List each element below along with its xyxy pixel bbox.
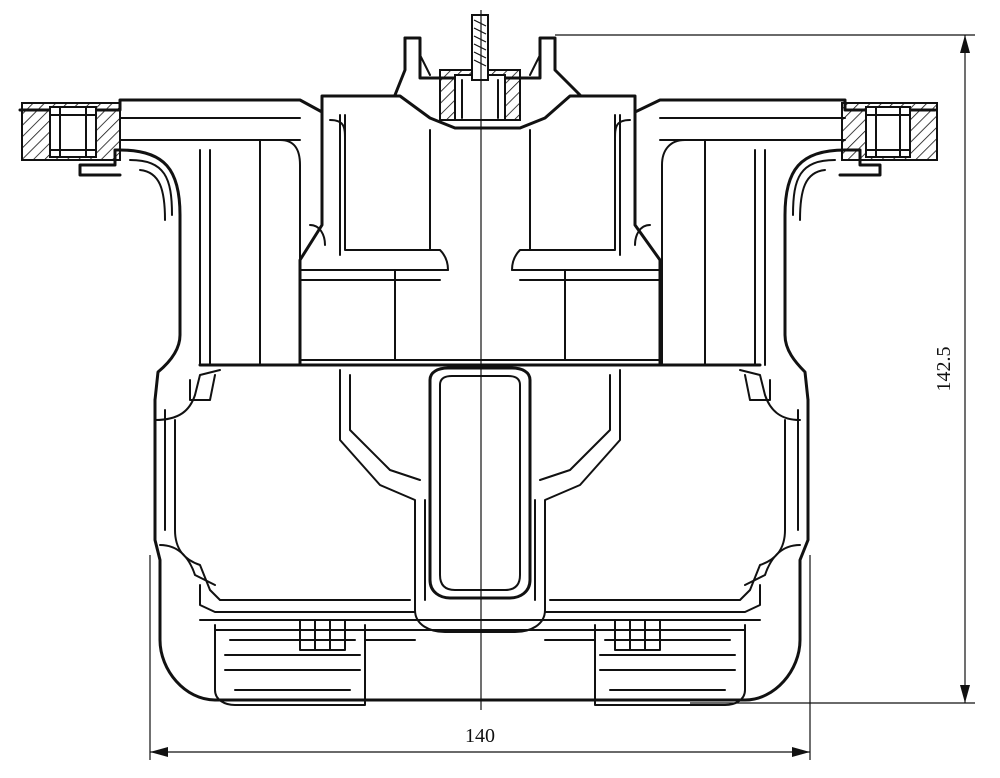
height-dimension: [555, 34, 975, 704]
upper-housing: [118, 110, 847, 402]
lower-pad-pockets: [214, 619, 746, 706]
mounting-flange: [18, 94, 937, 177]
main-body: [153, 363, 810, 702]
right-bolt-boss: [841, 102, 938, 161]
left-bolt-boss: [21, 102, 121, 161]
width-dimension: [149, 555, 811, 760]
bleed-fitting: [393, 14, 582, 121]
height-dimension-label: 142.5: [933, 347, 955, 392]
width-dimension-label: 140: [465, 725, 495, 747]
